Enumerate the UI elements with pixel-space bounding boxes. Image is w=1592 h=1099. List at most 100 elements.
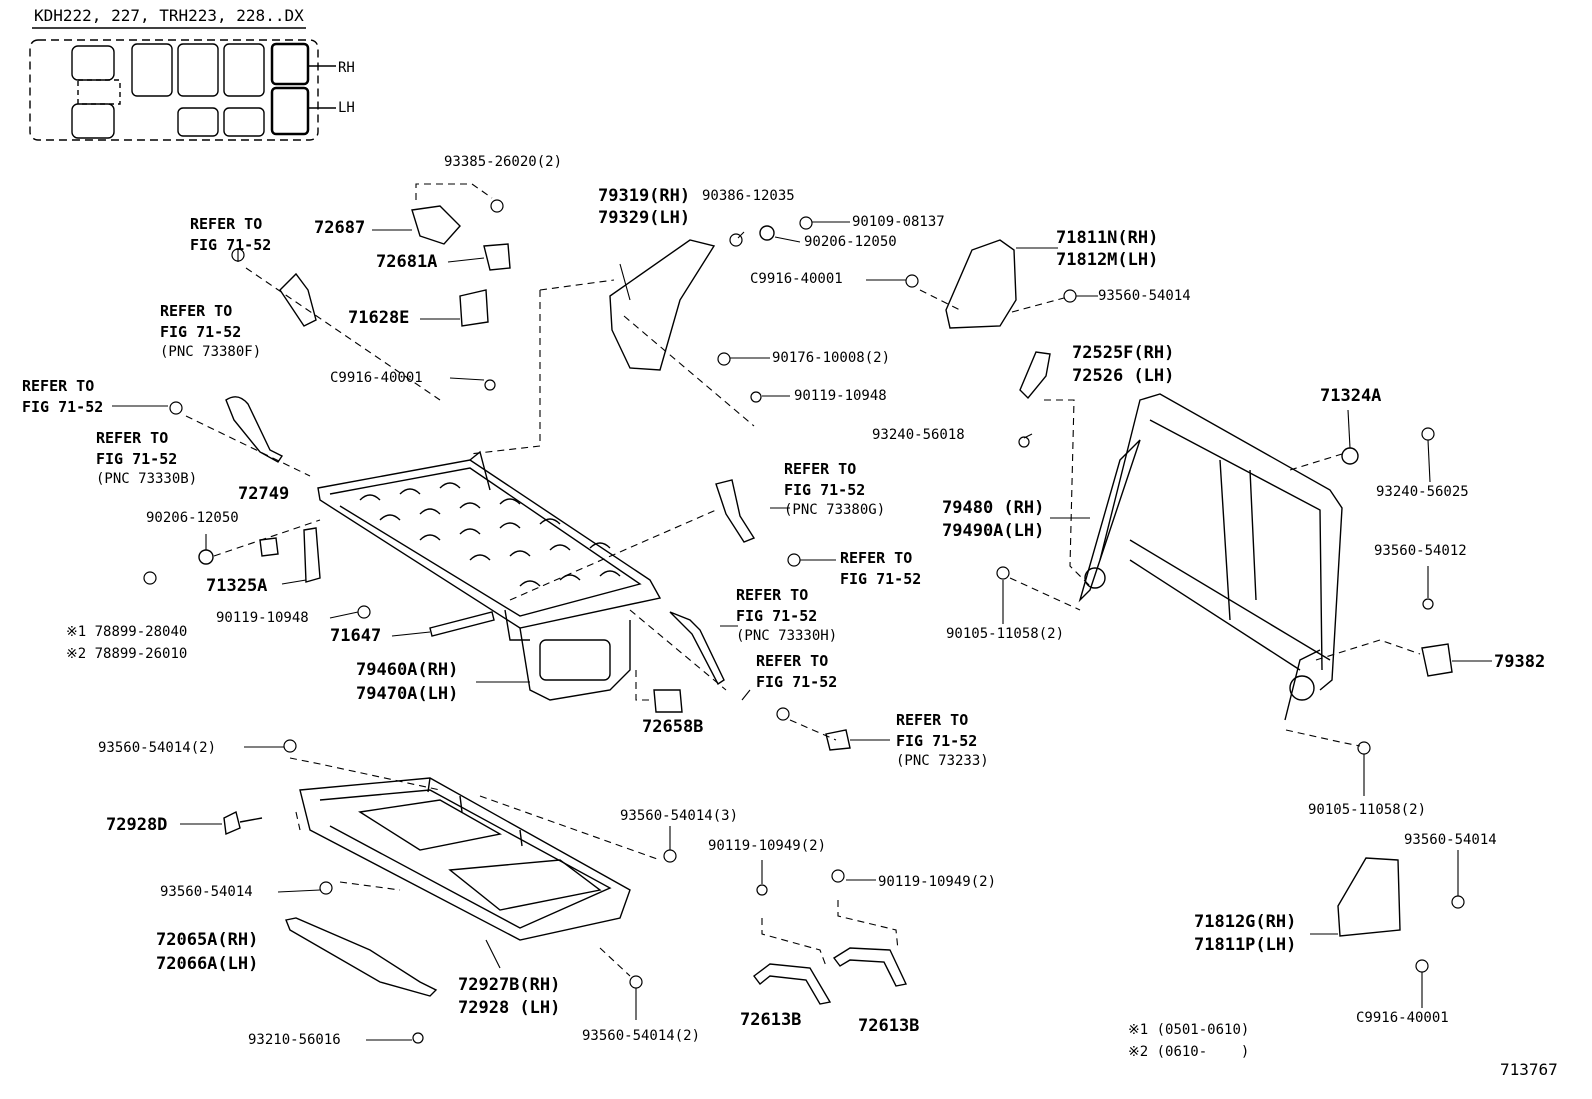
part-label-90206-b[interactable]: 90206-12050: [804, 234, 897, 250]
part-label-71628E[interactable]: 71628E: [348, 308, 410, 328]
part-label-93560-a[interactable]: 93560-54014: [1098, 288, 1191, 304]
part-label-90119-b[interactable]: 90119-10948: [794, 388, 887, 404]
part-label-93560-e[interactable]: 93560-54014: [160, 884, 253, 900]
part-label-71325A[interactable]: 71325A: [206, 576, 268, 596]
bracket-72687: [411, 205, 461, 245]
refer-to-i-line3: (PNC 73233): [896, 753, 989, 769]
refer-to-g-line2[interactable]: FIG 71-52: [736, 607, 818, 625]
part-label-90105-b[interactable]: 90105-11058(2): [1308, 802, 1427, 818]
part-label-72928[interactable]: 72928 (LH): [458, 998, 561, 1018]
part-label-90206-a[interactable]: 90206-12050: [146, 510, 239, 526]
buckle-73380G: [715, 479, 756, 543]
part-label-93210[interactable]: 93210-56016: [248, 1032, 341, 1048]
washer-90206a: [198, 549, 214, 565]
part-label-93240-a[interactable]: 93240-56018: [872, 427, 965, 443]
dashed-guides: [185, 183, 1421, 977]
part-label-93560-g[interactable]: 93560-54014: [1404, 832, 1497, 848]
part-label-90119-d[interactable]: 90119-10949(2): [878, 874, 997, 890]
seat-layout-map: [29, 39, 336, 141]
bracket-79319: [609, 239, 716, 371]
part-label-72927B[interactable]: 72927B(RH): [458, 975, 561, 995]
part-label-79490A[interactable]: 79490A(LH): [942, 521, 1045, 541]
leader-lines: [112, 221, 1492, 1041]
part-label-93560-f[interactable]: 93560-54014(2): [582, 1028, 701, 1044]
part-label-93560-d[interactable]: 93560-54014(3): [620, 808, 739, 824]
refer-to-e-line2[interactable]: FIG 71-52: [784, 481, 866, 499]
refer-to-f-line1: REFER TO: [840, 549, 913, 567]
buckle-73380F: [279, 272, 317, 327]
cap-72749: [259, 537, 279, 557]
refer-to-h-line1: REFER TO: [756, 652, 829, 670]
refer-to-d-line2[interactable]: FIG 71-52: [96, 450, 178, 468]
part-label-93560-b[interactable]: 93560-54012: [1374, 543, 1467, 559]
part-label-93240-b[interactable]: 93240-56025: [1376, 484, 1469, 500]
refer-to-d-line3: (PNC 73330B): [96, 471, 198, 487]
part-label-79382[interactable]: 79382: [1494, 652, 1546, 672]
part-label-90109[interactable]: 90109-08137: [852, 214, 945, 230]
part-label-72687[interactable]: 72687: [314, 218, 366, 238]
note-2: ※2 (0610- ): [1128, 1044, 1250, 1060]
part-label-C9916-a[interactable]: C9916-40001: [330, 370, 423, 386]
rh-label: RH: [338, 60, 355, 76]
clip-73233: [825, 729, 851, 751]
part-label-72681A[interactable]: 72681A: [376, 252, 438, 272]
part-label-71812M[interactable]: 71812M(LH): [1056, 250, 1159, 270]
part-label-71647[interactable]: 71647: [330, 626, 382, 646]
part-label-72749[interactable]: 72749: [238, 484, 290, 504]
part-label-93560-c[interactable]: 93560-54014(2): [98, 740, 217, 756]
refer-to-c-line2[interactable]: FIG 71-52: [22, 398, 104, 416]
refer-to-f-line2[interactable]: FIG 71-52: [840, 570, 922, 588]
strap-72065A: [285, 917, 438, 997]
part-label-72066A[interactable]: 72066A(LH): [156, 954, 259, 974]
part-label-79329[interactable]: 79329(LH): [598, 208, 691, 228]
refer-to-b-line3: (PNC 73380F): [160, 344, 262, 360]
cap-79382: [1421, 643, 1453, 677]
part-label-72613B-b[interactable]: 72613B: [858, 1016, 920, 1036]
refer-to-a-line2[interactable]: FIG 71-52: [190, 236, 272, 254]
refer-to-i-line2[interactable]: FIG 71-52: [896, 732, 978, 750]
seat-cushion-frame: [317, 450, 662, 701]
refer-to-i-line1: REFER TO: [896, 711, 969, 729]
part-label-78899-a[interactable]: ※1 78899-28040: [66, 624, 188, 640]
part-label-72525F[interactable]: 72525F(RH): [1072, 343, 1175, 363]
clip-71628E: [459, 289, 489, 327]
part-label-79319[interactable]: 79319(RH): [598, 186, 691, 206]
part-label-72928D[interactable]: 72928D: [106, 815, 168, 835]
part-label-C9916-b[interactable]: C9916-40001: [750, 271, 843, 287]
bracket-72613B-a: [753, 963, 832, 1005]
part-label-78899-b[interactable]: ※2 78899-26010: [66, 646, 188, 662]
part-label-79480[interactable]: 79480 (RH): [942, 498, 1045, 518]
refer-to-h-line2[interactable]: FIG 71-52: [756, 673, 838, 691]
part-label-72526[interactable]: 72526 (LH): [1072, 366, 1175, 386]
part-label-72613B-a[interactable]: 72613B: [740, 1010, 802, 1030]
bracket-72613B-b: [832, 947, 908, 987]
part-label-C9916-c[interactable]: C9916-40001: [1356, 1010, 1449, 1026]
part-label-79460A[interactable]: 79460A(RH): [356, 660, 459, 680]
refer-to-e-line1: REFER TO: [784, 460, 857, 478]
part-label-90119-a[interactable]: 90119-10948: [216, 610, 309, 626]
belt-73330B: [225, 396, 284, 463]
bracket-71325A: [303, 527, 321, 583]
seat-lower-cover: [299, 777, 631, 941]
part-label-93385[interactable]: 93385-26020(2): [444, 154, 563, 170]
clip-72681A: [483, 243, 511, 271]
refer-to-b-line1: REFER TO: [160, 302, 233, 320]
refer-to-e-line3: (PNC 73380G): [784, 502, 886, 518]
part-label-79470A[interactable]: 79470A(LH): [356, 684, 459, 704]
part-label-71324A[interactable]: 71324A: [1320, 386, 1382, 406]
hinge-cover-72525F: [1019, 351, 1051, 400]
figure-id: 713767: [1500, 1060, 1558, 1079]
refer-to-b-line2[interactable]: FIG 71-52: [160, 323, 242, 341]
seat-back-frame: [1078, 393, 1343, 721]
part-label-71811P[interactable]: 71811P(LH): [1194, 935, 1297, 955]
rod-71647: [429, 611, 495, 637]
part-label-90176[interactable]: 90176-10008(2): [772, 350, 891, 366]
belt-73330H: [669, 611, 725, 686]
part-label-71812G[interactable]: 71812G(RH): [1194, 912, 1297, 932]
part-label-71811N[interactable]: 71811N(RH): [1056, 228, 1159, 248]
part-label-90386[interactable]: 90386-12035: [702, 188, 795, 204]
part-label-72658B[interactable]: 72658B: [642, 717, 704, 737]
part-label-90119-c[interactable]: 90119-10949(2): [708, 838, 827, 854]
part-label-72065A[interactable]: 72065A(RH): [156, 930, 259, 950]
part-label-90105-a[interactable]: 90105-11058(2): [946, 626, 1065, 642]
